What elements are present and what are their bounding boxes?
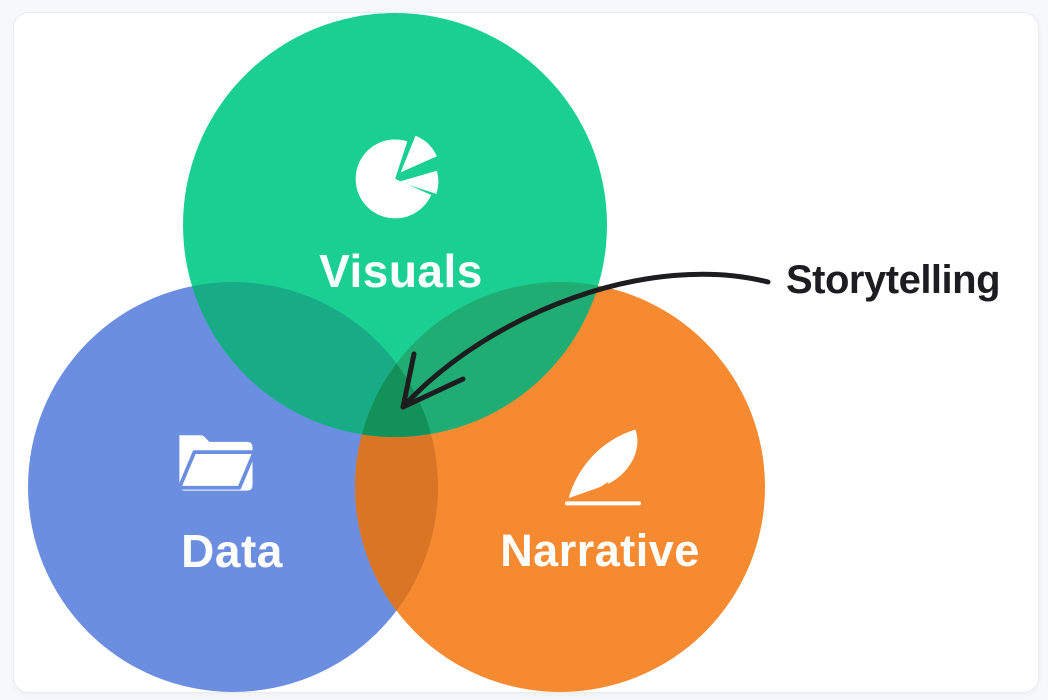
storytelling-arrow-curve xyxy=(400,271,771,410)
pie-detached-slice xyxy=(400,135,437,173)
folder-front-flap xyxy=(177,450,257,490)
pie-chart-icon xyxy=(355,135,439,219)
visuals-label: Visuals xyxy=(319,245,483,297)
pie-main-slice xyxy=(355,139,432,219)
feather-notch xyxy=(597,481,609,498)
narrative-label: Narrative xyxy=(500,525,700,576)
pie-lower-slice xyxy=(398,170,439,194)
storytelling-label: Storytelling xyxy=(786,258,1001,302)
feather-body xyxy=(568,429,638,498)
storytelling-arrow xyxy=(400,271,771,410)
quill-feather-icon xyxy=(564,429,642,506)
open-folder-icon xyxy=(177,435,257,491)
data-label: Data xyxy=(181,525,283,577)
visuals-data-overlap xyxy=(183,282,438,437)
storytelling-arrowhead xyxy=(400,351,466,410)
